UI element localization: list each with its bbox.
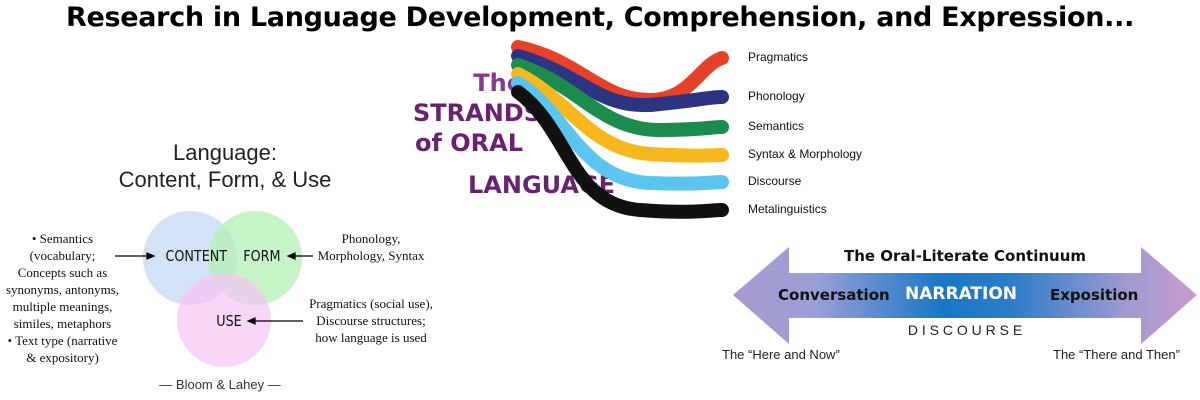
content-arrowhead — [146, 252, 156, 260]
strand-label: Semantics — [748, 119, 805, 133]
strand-label: Metalinguistics — [748, 202, 827, 216]
left-caption: The “Here and Now” — [722, 347, 840, 362]
double-arrow-shape — [733, 247, 1197, 344]
strand-label: Discourse — [748, 174, 802, 188]
venn-diagram — [115, 211, 313, 367]
strand-metalinguistics — [511, 85, 729, 219]
use-arrowhead — [246, 317, 256, 325]
use-circle — [177, 273, 271, 367]
continuum-center: NARRATION — [905, 284, 1018, 304]
venn-heading-line2: Content, Form, & Use — [118, 167, 332, 192]
note-line: Pragmatics (social use), — [309, 296, 433, 311]
form-note: Phonology, Morphology, Syntax — [312, 230, 430, 264]
note-line: how language is used — [315, 330, 427, 345]
note-line: similes, metaphors — [13, 316, 112, 331]
use-label: USE — [216, 312, 242, 330]
form-arrowhead — [286, 252, 296, 260]
arrows — [115, 252, 313, 325]
note-line: Discourse structures; — [316, 313, 426, 328]
strand-label: Syntax & Morphology — [748, 147, 863, 161]
strand-discourse — [511, 76, 729, 191]
note-line: multiple meanings, — [12, 299, 113, 314]
strand-label: Phonology — [748, 89, 805, 103]
note-line: Concepts such as — [17, 265, 108, 280]
strands-title-line: of ORAL — [414, 129, 523, 157]
strand-phonology — [511, 49, 729, 113]
note-line: Morphology, Syntax — [317, 248, 425, 263]
page-title: Research in Language Development, Compre… — [65, 2, 1135, 33]
venn-credit: — Bloom & Lahey — — [159, 377, 281, 392]
note-line: Phonology, — [341, 231, 401, 246]
content-note: • Semantics (vocabulary; Concepts such a… — [0, 230, 125, 366]
right-caption: The “There and Then” — [1053, 347, 1180, 362]
form-label: FORM — [243, 247, 281, 265]
continuum-left: Conversation — [778, 286, 890, 304]
strands-title: The STRANDS of ORAL — [413, 68, 542, 158]
strand-semantics — [511, 58, 729, 138]
continuum-right: Exposition — [1050, 286, 1139, 304]
strands-title-line: STRANDS — [413, 99, 542, 127]
note-line: synonyms, antonyms, — [5, 282, 120, 297]
venn-heading-line1: Language: — [173, 140, 277, 165]
use-note: Pragmatics (social use), Discourse struc… — [305, 295, 437, 346]
strand-syntax-morphology — [511, 67, 729, 163]
continuum-axis: D I S C O U R S E — [907, 322, 1023, 338]
content-label: CONTENT — [165, 247, 228, 265]
note-line: • Semantics (vocabulary; — [29, 231, 96, 263]
continuum-title: The Oral-Literate Continuum — [843, 247, 1087, 265]
note-line: & expository) — [26, 350, 99, 365]
note-line: • Text type (narrative — [7, 333, 118, 348]
strand-label: Pragmatics — [748, 50, 809, 64]
